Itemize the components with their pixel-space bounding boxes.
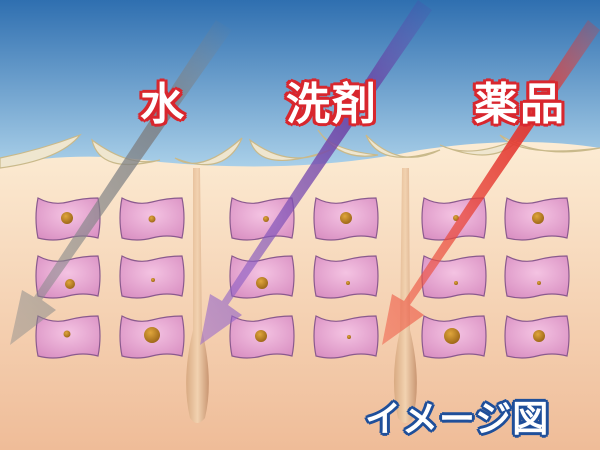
skin-cells <box>35 197 570 359</box>
label-water: 水 <box>140 79 186 130</box>
label-chemicals: 薬品 <box>474 79 566 130</box>
caption-image-diagram: イメージ図 <box>365 399 550 440</box>
label-detergent: 洗剤 <box>286 79 378 130</box>
hair-follicles <box>186 168 417 423</box>
arrow-chemicals <box>382 20 600 345</box>
arrow-detergent <box>200 0 432 345</box>
arrow-water <box>10 20 232 345</box>
